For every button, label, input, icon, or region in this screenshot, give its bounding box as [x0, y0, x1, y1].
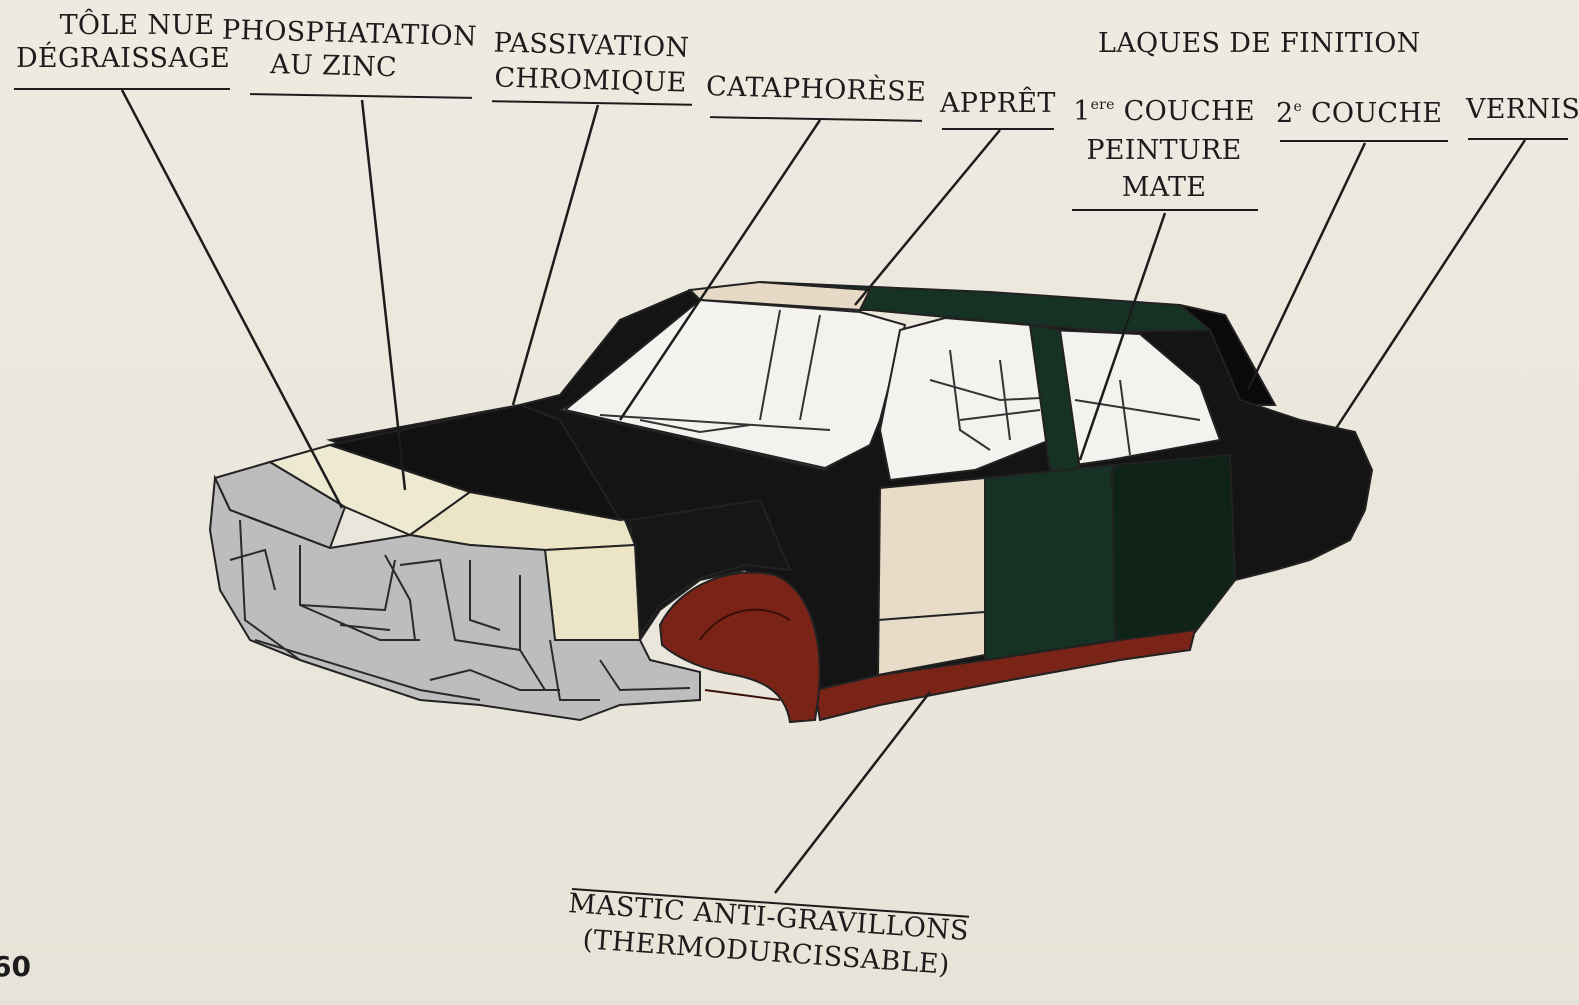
hood-cataphoresis-band [326, 403, 623, 522]
label-laques-de-finition: LAQUES DE FINITION [1098, 28, 1421, 59]
leader-tole-nue [120, 89, 344, 509]
label-phosphatation: PHOSPHATATION [221, 14, 478, 53]
label-phosphatation-au-zinc: PHOSPHATATION AU ZINC [213, 14, 484, 84]
leader-vernis [1333, 139, 1527, 431]
label-passivation-chromique: PASSIVATION CHROMIQUE [487, 27, 695, 99]
label-mate: MATE [1121, 172, 1207, 203]
label-premiere-couche-peinture-mate: 1ere COUCHE PEINTURE MATE [1068, 98, 1260, 201]
label-premiere-couche-word: COUCHE [1123, 96, 1255, 127]
rule-deuxieme-couche [1280, 140, 1448, 142]
label-chromique: CHROMIQUE [494, 62, 688, 99]
leader-lines [120, 89, 1527, 894]
rear-window-front-pane [878, 316, 1052, 482]
wheel-arch-mastic [658, 571, 821, 724]
label-tole-nue: TÔLE NUE [59, 10, 215, 41]
leader-phosphatation [360, 99, 407, 491]
front-structure-line-work [229, 519, 691, 701]
rule-appret [942, 128, 1054, 130]
front-door-primer-panel [876, 476, 986, 677]
label-cataphorese: CATAPHORÈSE [705, 71, 927, 108]
leader-passivation [511, 104, 600, 406]
rule-vernis [1468, 138, 1568, 140]
label-passivation: PASSIVATION [493, 27, 690, 64]
leader-premiere-couche [1078, 212, 1167, 461]
interior-line-work [599, 309, 1201, 456]
label-appret: APPRÊT [940, 88, 1056, 119]
rocker-sill-mastic [813, 628, 1197, 722]
label-premiere-sup: ere [1090, 97, 1115, 113]
leader-mastic [774, 691, 931, 894]
label-tole-nue-degraissage: TÔLE NUE DÉGRAISSAGE [14, 12, 232, 72]
label-deuxieme-sup: e [1293, 99, 1303, 115]
rear-door-matte-panel [984, 463, 1117, 662]
label-deuxieme-couche-word: COUCHE [1310, 98, 1443, 129]
label-deuxieme-couche: 2e COUCHE [1276, 100, 1442, 127]
leader-deuxieme-couche [1246, 142, 1367, 391]
front-structure-bare-metal [208, 474, 701, 722]
leader-appret [854, 129, 1001, 306]
page-number: 60 [0, 950, 31, 983]
label-vernis: VERNIS [1466, 94, 1579, 125]
rule-premiere-couche [1072, 209, 1258, 211]
label-premiere-num: 1 [1073, 96, 1091, 127]
label-premiere-couche: 1ere COUCHE [1068, 98, 1260, 125]
front-fender-cream-panel [543, 543, 642, 641]
label-deuxieme-num: 2 [1276, 98, 1294, 129]
label-peinture: PEINTURE [1086, 135, 1242, 166]
rear-quarter-second-coat [1110, 453, 1237, 642]
front-fender-cataphoresis [628, 498, 792, 638]
label-degraissage: DÉGRAISSAGE [15, 43, 230, 74]
rule-tole-nue [14, 88, 230, 90]
leader-cataphorese [618, 119, 822, 421]
